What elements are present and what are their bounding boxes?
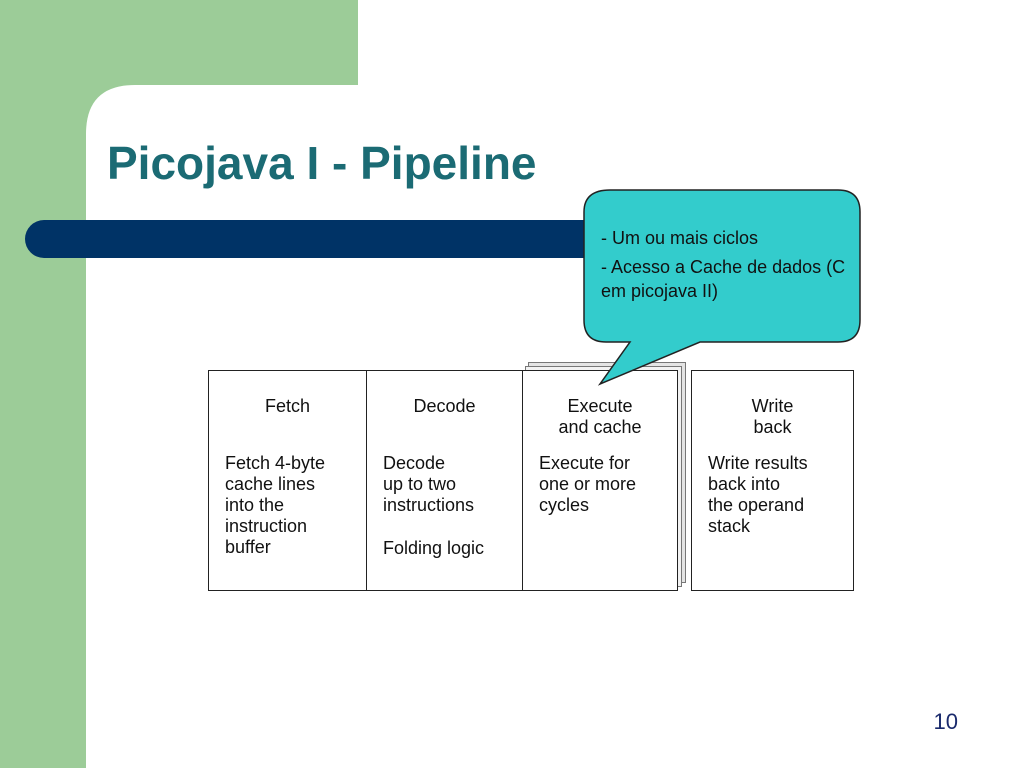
page-number: 10 [933,709,958,734]
stage-description: Decode up to two instructions [383,453,475,515]
title-underline-bar [25,220,685,258]
stage-execute: Execute and cache Execute for one or mor… [522,370,678,591]
stage-decode: Decode Decode up to two instructions Fol… [366,370,523,591]
stage-name: Decode [413,396,476,416]
callout-text: - Um ou mais ciclos - Acesso a Cache de … [601,226,851,308]
stage-description: Write results back into the operand stac… [708,453,808,536]
stage-write-back: Write back Write results back into the o… [691,370,854,591]
slide-title: Picojava I - Pipeline [107,137,537,189]
callout-line: - Um ou mais ciclos [601,228,759,248]
stage-description: Execute for one or more cycles [539,453,637,515]
stage-fetch: Fetch Fetch 4-byte cache lines into the … [208,370,367,591]
stage-description: Fetch 4-byte cache lines into the instru… [225,453,326,557]
stage-name: Write back [751,396,794,437]
stage-name: Execute and cache [558,396,642,437]
sidebar-green-strip [0,0,86,768]
stage-name: Fetch [264,396,311,416]
callout-line: - Acesso a Cache de dados (C em picojava… [601,257,846,301]
stage-extra-note: Folding logic [383,538,485,558]
